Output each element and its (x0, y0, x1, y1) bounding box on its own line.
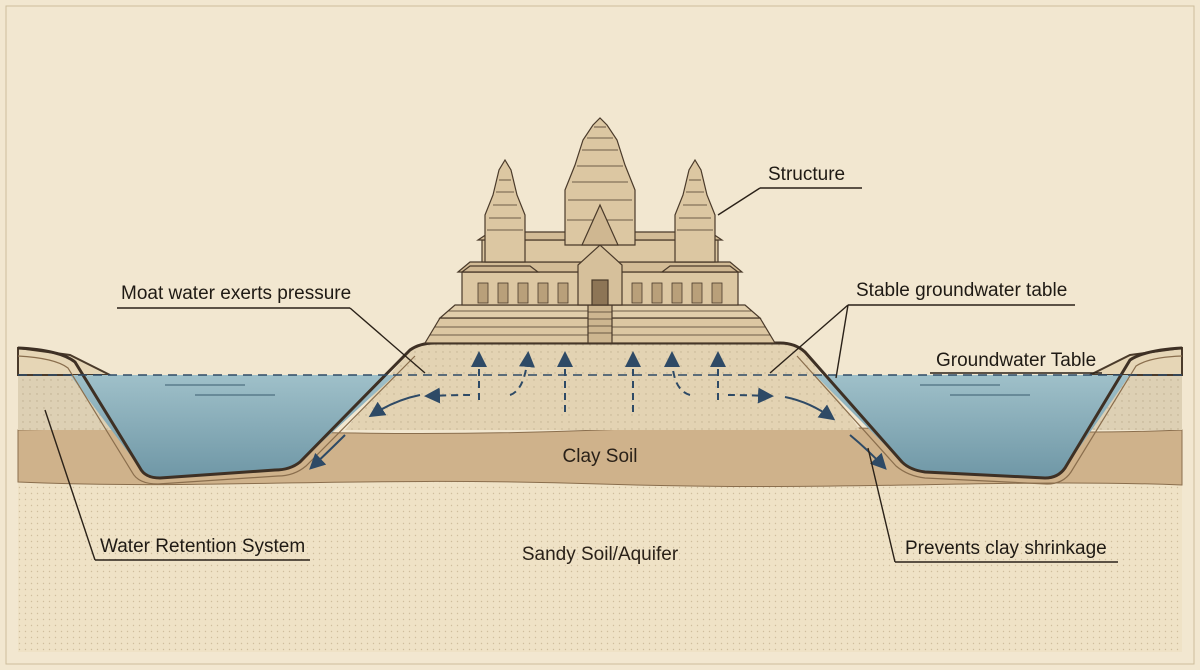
label-groundwater-table: Groundwater Table (936, 350, 1096, 371)
left-moat-water (70, 375, 395, 478)
temple-structure (423, 117, 777, 344)
label-water-retention: Water Retention System (100, 536, 305, 557)
label-prevents-shrinkage: Prevents clay shrinkage (905, 538, 1107, 559)
water-ripples (165, 384, 1030, 396)
label-sandy-soil: Sandy Soil/Aquifer (522, 544, 679, 565)
outflow-arrows (309, 394, 887, 470)
label-moat-pressure: Moat water exerts pressure (121, 283, 351, 304)
frame (5, 5, 1195, 665)
water-flow-arrows (424, 351, 774, 412)
label-clay-soil: Clay Soil (563, 446, 638, 467)
leader-lines (44, 187, 1118, 563)
label-structure: Structure (768, 164, 845, 185)
label-stable-groundwater: Stable groundwater table (856, 280, 1067, 301)
